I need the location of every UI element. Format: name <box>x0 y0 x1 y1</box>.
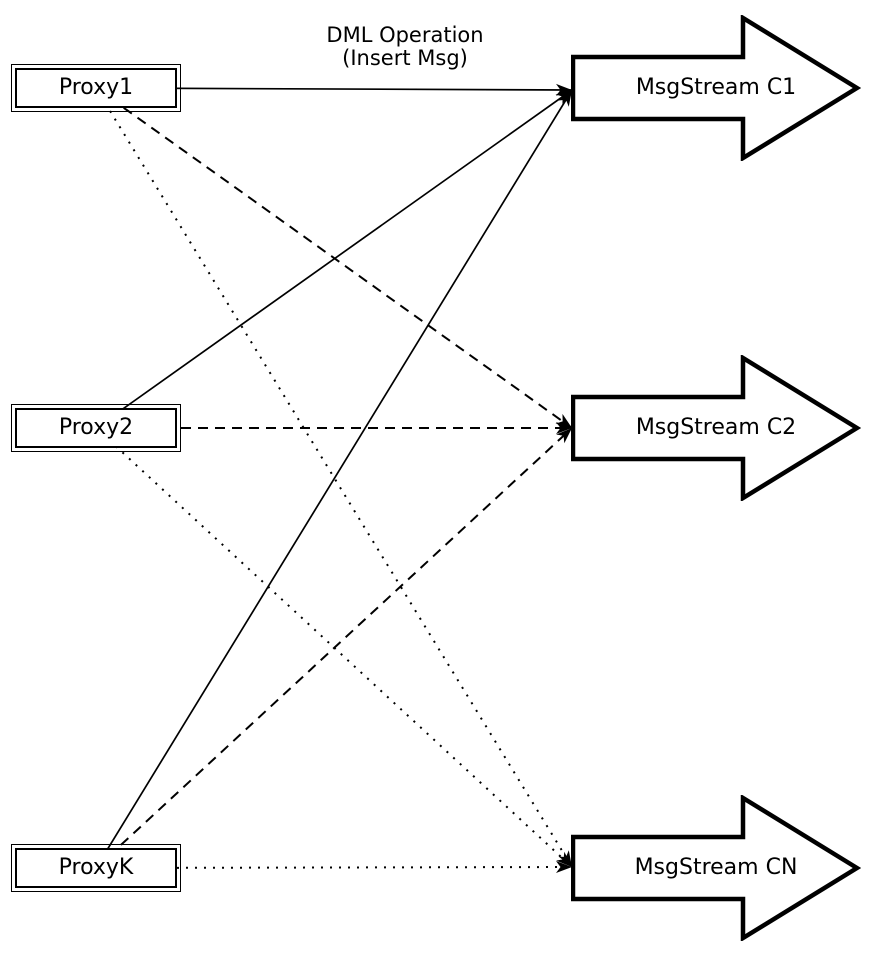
diagram-title-line1: DML Operation <box>326 23 484 47</box>
block-arrow-right-icon <box>571 795 861 941</box>
node-msgstream-c2: MsgStream C2 <box>571 355 861 501</box>
node-proxyk-label: ProxyK <box>58 855 134 880</box>
edge-proxy1-c2 <box>95 87 573 429</box>
block-arrow-right-icon <box>571 15 861 161</box>
diagram-title-line2: (Insert Msg) <box>342 46 468 70</box>
block-arrow-right-icon <box>571 355 861 501</box>
node-msgstream-cn-label: MsgStream CN <box>634 855 798 880</box>
node-msgstream-cn: MsgStream CN <box>571 795 861 941</box>
node-proxy1: Proxy1 <box>11 64 181 112</box>
node-msgstream-c1: MsgStream C1 <box>571 15 861 161</box>
edge-proxyk-c1 <box>95 89 573 869</box>
node-msgstream-c1-label: MsgStream C1 <box>635 75 797 100</box>
node-msgstream-c2-label: MsgStream C2 <box>635 415 797 440</box>
edge-proxyk-cn <box>95 861 573 874</box>
node-proxyk: ProxyK <box>11 844 181 892</box>
node-proxy1-label: Proxy1 <box>58 75 134 100</box>
diagram-title: DML Operation (Insert Msg) <box>280 24 530 70</box>
node-proxy2: Proxy2 <box>11 404 181 452</box>
node-proxy2-label: Proxy2 <box>58 415 134 440</box>
